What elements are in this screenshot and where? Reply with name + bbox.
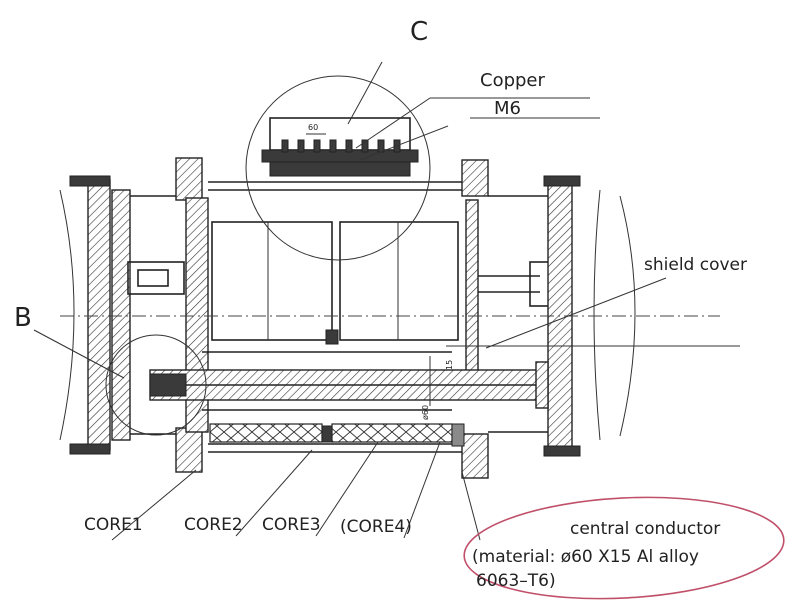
detail-b-label: B [14, 303, 32, 333]
m6-label: M6 [494, 98, 521, 119]
leader-lines [33, 61, 667, 541]
central-conductor-annotation: central conductor (material: ø60 X15 Al … [463, 496, 785, 600]
core2-label: CORE2 [184, 515, 243, 535]
detail-c-label: C [410, 17, 428, 47]
core1-label: CORE1 [84, 515, 143, 535]
material-line1-label: (material: ø60 X15 Al alloy [472, 547, 699, 567]
dim-60-label: 60 [308, 123, 318, 132]
core4-label: (CORE4) [340, 517, 412, 537]
highlight-ellipse [463, 496, 785, 600]
left-end-flange [59, 175, 131, 455]
upper-cores [211, 221, 459, 345]
copper-label: Copper [480, 70, 546, 91]
left-internal-block [127, 261, 185, 295]
detail-c-circle [245, 75, 431, 261]
detail-c: 60 [245, 75, 431, 261]
material-line2-label: 6063–T6) [476, 571, 556, 591]
detail-b-circle [105, 334, 207, 436]
lower-cores [209, 423, 465, 447]
central-conductor-rod [149, 351, 549, 411]
central-conductor-label: central conductor [570, 519, 720, 539]
shield-cover-label: shield cover [644, 255, 747, 275]
core3-label: CORE3 [262, 515, 321, 535]
dim-d60-label: ø60 [421, 405, 430, 420]
dim-15-label: 15 [445, 360, 454, 370]
